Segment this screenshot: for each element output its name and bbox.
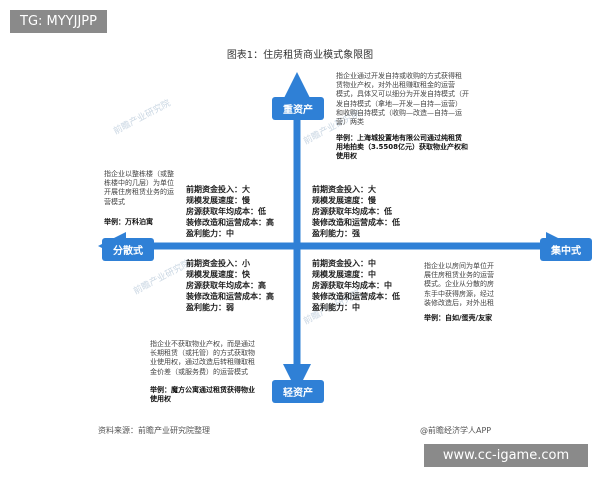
heavy-asset-example: 举例：上海城投置地有限公司通过纯租赁 用地拍卖（3.5508亿元）获取物业产权和… (336, 134, 469, 161)
decentralized-description: 指企业以整栋楼（或整 栋楼中的几层）为单位 开展住房租赁业务的运 营模式 (104, 170, 174, 206)
heavy-asset-description: 指企业通过开发自持或收购的方式获得租 赁物业产权，对外出租赚取租金的运营 模式，… (336, 72, 469, 127)
axis-label-centralized: 集中式 (540, 238, 592, 261)
channel-watermark: TG: MYYJJPP (10, 10, 107, 33)
light-asset-example: 举例：魔方公寓通过租赁获得物业 使用权 (150, 386, 255, 404)
axis-label-decentralized: 分散式 (102, 238, 154, 261)
axis-label-light-asset: 轻资产 (272, 380, 324, 403)
centralized-description: 指企业以房间为单位开 展住房租赁业务的运营 模式。企业从分散的房 东手中获得房源… (424, 262, 494, 307)
quadrant-top-right-metrics: 前期资金投入：大 规模发展速度：慢 房源获取年均成本：低 装修改造和运营成本：低… (312, 185, 400, 238)
quadrant-bottom-right-metrics: 前期资金投入：中 规模发展速度：中 房源获取年均成本：中 装修改造和运营成本：低… (312, 259, 400, 312)
light-asset-description: 指企业不获取物业产权，而是通过 长期租赁（或托管）的方式获取物 业使用权，通过改… (150, 340, 255, 376)
axis-label-heavy-asset: 重资产 (272, 97, 324, 120)
quadrant-top-left-metrics: 前期资金投入：大 规模发展速度：慢 房源获取年均成本：低 装修改造和运营成本：高… (186, 185, 274, 238)
centralized-example: 举例：自如/蛋壳/友家 (424, 314, 493, 322)
site-watermark: www.cc-igame.com (424, 444, 588, 467)
quadrant-bottom-left-metrics: 前期资金投入：小 规模发展速度：快 房源获取年均成本：高 装修改造和运营成本：高… (186, 259, 274, 312)
decentralized-example: 举例：万科泊寓 (104, 218, 153, 226)
brand-credit: @前瞻经济学人APP (420, 426, 492, 435)
figure-title: 图表1：住房租赁商业模式象限图 (226, 50, 374, 61)
source-note: 资料来源：前瞻产业研究院整理 (98, 426, 210, 435)
